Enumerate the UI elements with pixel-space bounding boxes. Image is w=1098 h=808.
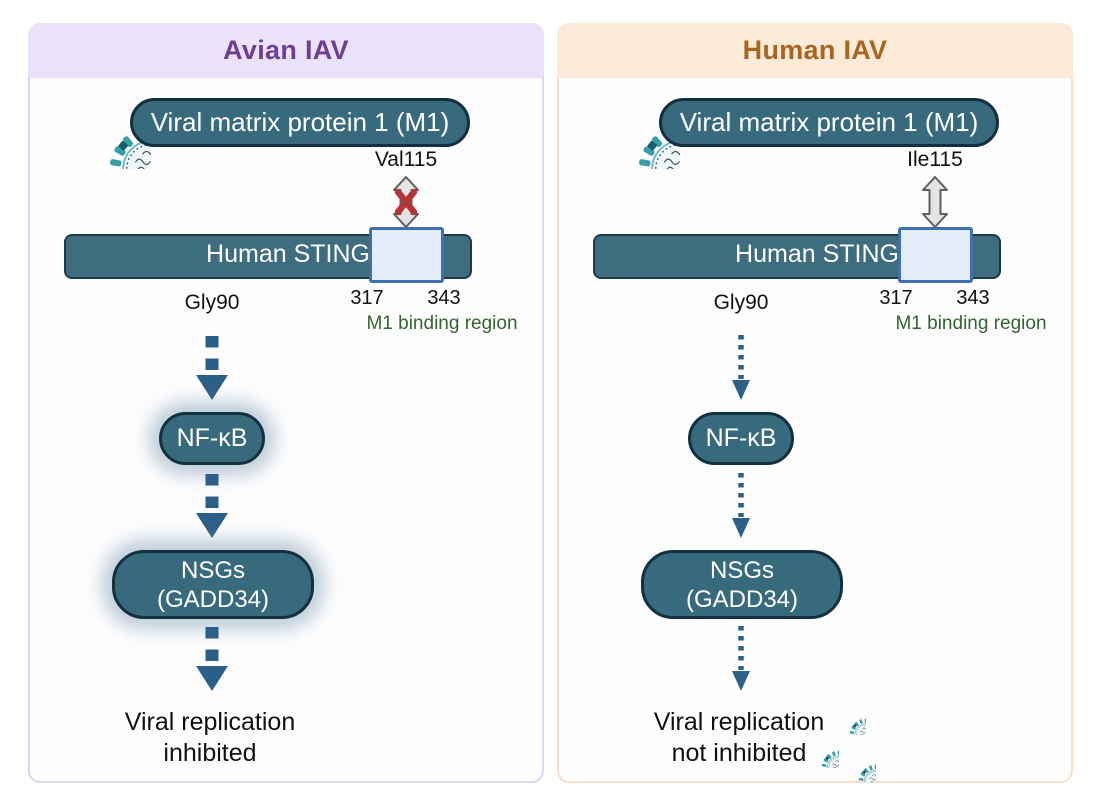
signal-arrow-dotted-icon bbox=[732, 473, 750, 538]
nfkb-node: NF-κB bbox=[688, 412, 794, 465]
nfkb-label: NF-κB bbox=[705, 424, 777, 452]
signal-arrow-icon bbox=[196, 627, 228, 691]
m1-binding-region-box bbox=[369, 227, 444, 283]
signal-arrow-dotted-icon bbox=[732, 335, 750, 400]
panel-human-header: Human IAV bbox=[557, 23, 1073, 78]
m1-protein-node: Viral matrix protein 1 (M1) bbox=[130, 98, 470, 147]
m1-residue-label: Val115 bbox=[374, 148, 438, 171]
human-sting-label: Human STING bbox=[735, 240, 899, 268]
nsg-label-line1: NSGs bbox=[180, 556, 245, 584]
signal-arrow-icon bbox=[196, 336, 228, 400]
outcome-line2: not inhibited bbox=[671, 739, 807, 767]
signal-arrow-icon bbox=[196, 474, 228, 538]
m1-protein-label: Viral matrix protein 1 (M1) bbox=[679, 107, 979, 137]
nsg-label-line1: NSGs bbox=[709, 556, 774, 584]
region-start-label: 317 bbox=[879, 287, 913, 309]
replicated-virion-icon bbox=[838, 744, 876, 782]
m1-residue-label: Ile115 bbox=[907, 148, 963, 171]
region-end-label: 343 bbox=[956, 287, 990, 309]
panel-avian-title: Avian IAV bbox=[223, 35, 349, 65]
human-sting-label: Human STING bbox=[206, 240, 370, 268]
binding-blocked-arrow-icon bbox=[393, 176, 419, 228]
m1-protein-label: Viral matrix protein 1 (M1) bbox=[150, 107, 450, 137]
red-x-icon bbox=[394, 188, 418, 216]
panel-avian-iav: Avian IAV Viral matrix protein 1 (M1) Va… bbox=[28, 23, 544, 783]
m1-binding-region-label: M1 binding region bbox=[366, 313, 518, 334]
outcome-line1: Viral replication bbox=[653, 708, 825, 736]
region-end-label: 343 bbox=[427, 287, 461, 309]
gly90-label: Gly90 bbox=[713, 291, 769, 314]
nsg-label-line2: (GADD34) bbox=[685, 585, 799, 613]
panel-human-title: Human IAV bbox=[742, 35, 888, 65]
nsg-node: NSGs (GADD34) bbox=[641, 550, 843, 619]
panel-avian-header: Avian IAV bbox=[28, 23, 544, 78]
nsg-label-line2: (GADD34) bbox=[156, 585, 270, 613]
outcome-text: Viral replication inhibited bbox=[85, 707, 335, 769]
nsg-node: NSGs (GADD34) bbox=[112, 550, 314, 619]
panel-human-iav: Human IAV Viral matrix protein 1 (M1) Il… bbox=[557, 23, 1073, 783]
region-start-label: 317 bbox=[350, 287, 384, 309]
outcome-line2: inhibited bbox=[163, 739, 257, 767]
signal-arrow-dotted-icon bbox=[732, 626, 750, 691]
m1-protein-node: Viral matrix protein 1 (M1) bbox=[659, 98, 999, 147]
binding-arrow-icon bbox=[922, 176, 948, 228]
nfkb-label: NF-κB bbox=[176, 424, 248, 452]
replicated-virion-icon bbox=[801, 730, 839, 768]
m1-binding-region-label: M1 binding region bbox=[895, 313, 1047, 334]
nfkb-node: NF-κB bbox=[159, 412, 265, 465]
m1-binding-region-box bbox=[898, 227, 973, 283]
gly90-label: Gly90 bbox=[184, 291, 240, 314]
outcome-line1: Viral replication bbox=[124, 708, 296, 736]
outcome-text: Viral replication not inhibited bbox=[614, 707, 864, 769]
